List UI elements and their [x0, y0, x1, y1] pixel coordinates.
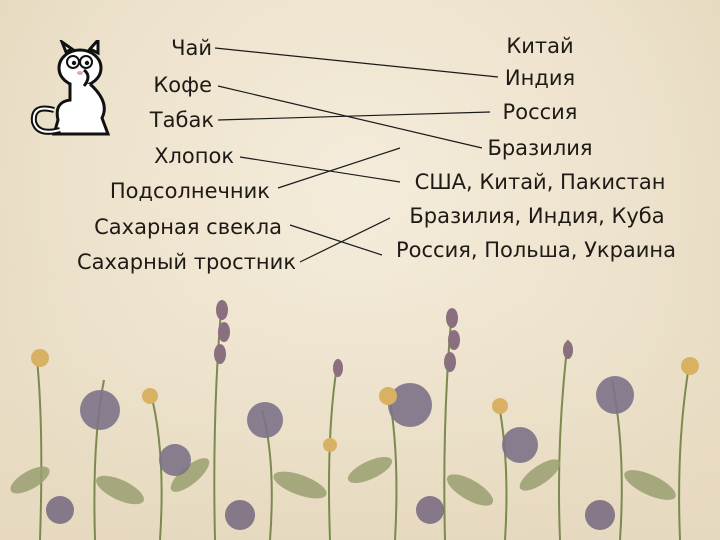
- country-item: Россия, Польша, Украина: [395, 238, 677, 262]
- crop-item: Подсолнечник: [109, 179, 270, 203]
- country-item: Китай: [506, 34, 574, 58]
- crop-item: Сахарный тростник: [76, 250, 296, 274]
- crop-item: Хлопок: [154, 144, 234, 168]
- country-item: Бразилия: [487, 136, 593, 160]
- country-item: Индия: [504, 66, 576, 90]
- crop-item: Кофе: [153, 73, 212, 97]
- link-line: [289, 224, 383, 256]
- link-line: [217, 85, 483, 149]
- crop-item: Чай: [171, 36, 212, 60]
- link-line: [214, 47, 499, 78]
- country-item: Россия: [502, 100, 578, 124]
- link-line: [277, 147, 401, 189]
- cartoon-cat-icon: [30, 40, 111, 136]
- country-item: Бразилия, Индия, Куба: [409, 204, 665, 228]
- floral-border-image: [0, 270, 720, 540]
- link-line: [217, 111, 491, 121]
- crop-item: Сахарная свекла: [94, 215, 282, 239]
- country-item: США, Китай, Пакистан: [414, 170, 666, 194]
- crop-item: Табак: [149, 108, 214, 132]
- link-line: [299, 217, 391, 263]
- link-line: [239, 156, 401, 183]
